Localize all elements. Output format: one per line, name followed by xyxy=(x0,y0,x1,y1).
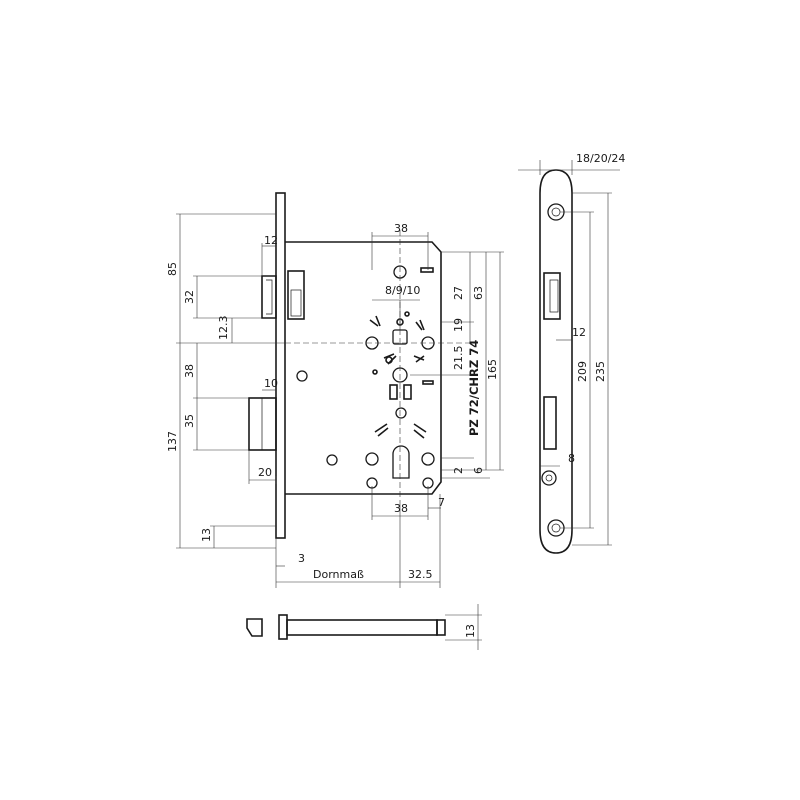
strike-plate xyxy=(539,169,573,554)
dimension-labels: 38 12 85 32 12.3 8/9/10 27 63 19 21.5 PZ… xyxy=(166,222,499,581)
dim-bottom-38: 38 xyxy=(394,502,408,515)
dim-32-5: 32.5 xyxy=(408,568,433,581)
dim-13-left: 13 xyxy=(200,528,213,542)
case-body xyxy=(285,241,442,495)
dim-3: 3 xyxy=(298,552,305,565)
latch-housing xyxy=(287,270,305,320)
dim-12-3: 12.3 xyxy=(217,316,230,341)
dim-strike-12: 12 xyxy=(572,326,586,339)
dim-2: 2 xyxy=(452,467,465,474)
dim-21-5: 21.5 xyxy=(452,346,465,371)
dim-20: 20 xyxy=(258,466,272,479)
dim-235: 235 xyxy=(594,361,607,382)
dim-8-9-10: 8/9/10 xyxy=(385,284,420,297)
dim-12: 12 xyxy=(264,234,278,247)
cylinder-label: PZ 72/CHRZ 74 xyxy=(467,340,481,436)
dim-strike-8: 8 xyxy=(568,452,575,465)
dim-38-left: 38 xyxy=(183,364,196,378)
faceplate xyxy=(275,192,286,539)
latch-bolt xyxy=(261,275,277,319)
dim-35: 35 xyxy=(183,414,196,428)
dim-32: 32 xyxy=(183,290,196,304)
dim-209: 209 xyxy=(576,361,589,382)
dim-85: 85 xyxy=(166,262,179,276)
faceplate-side-view: 18/20/24 12 209 235 8 xyxy=(518,152,625,554)
dim-18-20-24: 18/20/24 xyxy=(576,152,625,165)
dim-top-38: 38 xyxy=(394,222,408,235)
dim-137: 137 xyxy=(166,431,179,452)
dim-side-13: 13 xyxy=(464,624,477,638)
dim-19: 19 xyxy=(452,318,465,332)
dimension-lines xyxy=(176,213,504,588)
dim-27: 27 xyxy=(452,286,465,300)
cylinder-cutout xyxy=(392,445,410,479)
dim-dornmass: Dornmaß xyxy=(313,568,364,581)
dim-10: 10 xyxy=(264,377,278,390)
dead-bolt xyxy=(248,397,277,451)
dim-7: 7 xyxy=(438,496,445,509)
dim-165: 165 xyxy=(486,359,499,380)
dim-63: 63 xyxy=(472,286,485,300)
lock-top-view: 13 xyxy=(246,604,482,650)
dim-6: 6 xyxy=(472,467,485,474)
lock-case-front-view xyxy=(248,192,470,539)
